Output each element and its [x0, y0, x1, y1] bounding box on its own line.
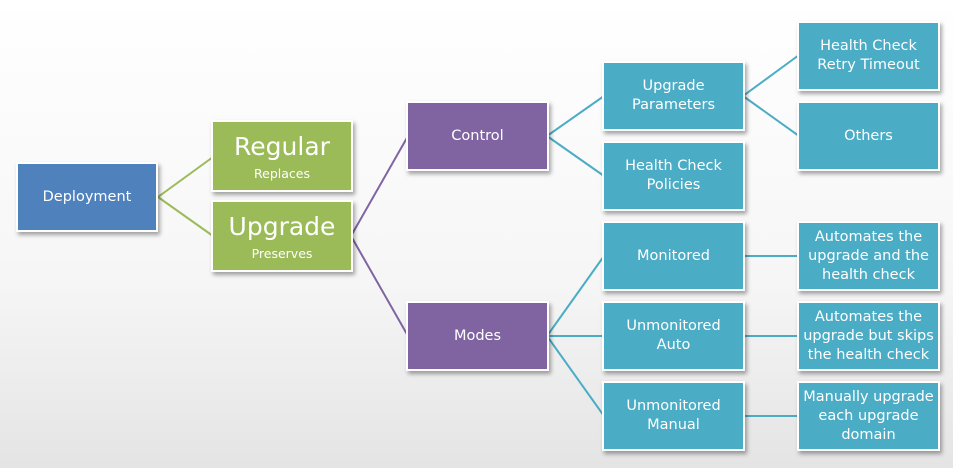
unmonitored-manual-label: Unmonitored Manual [626, 398, 721, 433]
connector-modes-unmonitored-manual [546, 335, 605, 417]
health-check-policies-label: Health Check Policies [625, 158, 722, 193]
unmonitored-auto-description: Automates the upgrade but skips the heal… [803, 308, 934, 363]
upgrade-parameters-label: Upgrade Parameters [632, 78, 715, 113]
connector-deployment-regular [157, 156, 214, 198]
unmonitored-manual-node: Unmonitored Manual [602, 381, 745, 451]
upgrade-parameters-node: Upgrade Parameters [602, 61, 745, 131]
control-node: Control [406, 101, 549, 171]
others-label: Others [844, 127, 893, 144]
modes-node: Modes [406, 301, 549, 371]
retry-timeout-label: Health Check Retry Timeout [817, 38, 920, 73]
connector-upgrade-modes [350, 235, 409, 337]
retry-timeout-node: Health Check Retry Timeout [797, 21, 940, 91]
connector-control-upgrade-parameters [546, 95, 605, 137]
monitored-node: Monitored [602, 221, 745, 291]
connector-modes-monitored [546, 255, 605, 337]
others-node: Others [797, 101, 940, 171]
upgrade-title: Upgrade [228, 211, 336, 241]
modes-label: Modes [453, 327, 502, 344]
deployment-label: Deployment [42, 188, 132, 205]
connector-upgrade-control [350, 135, 409, 237]
connector-parameters-retry-timeout [742, 54, 800, 97]
unmonitored-manual-description: Manually upgrade each upgrade domain [803, 388, 934, 443]
connector-parameters-others [742, 95, 800, 137]
regular-title: Regular [234, 131, 330, 161]
unmonitored-auto-description-node: Automates the upgrade but skips the heal… [797, 301, 940, 371]
deployment-node: Deployment [16, 162, 158, 232]
upgrade-subtitle: Preserves [251, 245, 313, 261]
unmonitored-auto-node: Unmonitored Auto [602, 301, 745, 371]
regular-subtitle: Replaces [254, 165, 310, 181]
health-check-policies-node: Health Check Policies [602, 141, 745, 211]
upgrade-node: Upgrade Preserves [211, 200, 353, 272]
regular-node: Regular Replaces [211, 120, 353, 192]
connector-deployment-upgrade [157, 196, 214, 237]
connector-control-health-check-policies [546, 135, 605, 177]
monitored-description: Automates the upgrade and the health che… [808, 228, 929, 283]
unmonitored-auto-label: Unmonitored Auto [626, 318, 721, 353]
control-label: Control [451, 127, 504, 144]
unmonitored-manual-description-node: Manually upgrade each upgrade domain [797, 381, 940, 451]
monitored-description-node: Automates the upgrade and the health che… [797, 221, 940, 291]
monitored-label: Monitored [637, 247, 710, 264]
